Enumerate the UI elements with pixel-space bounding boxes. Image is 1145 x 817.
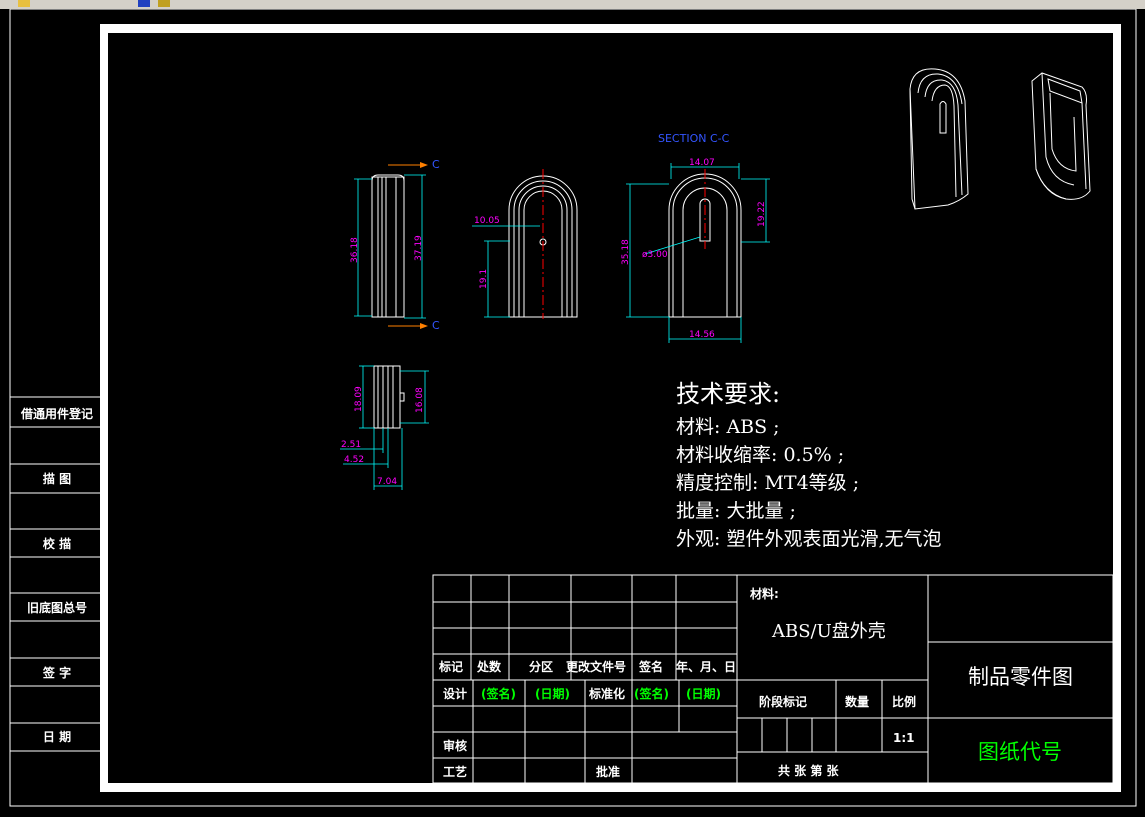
side-label: 旧底图总号 xyxy=(27,600,87,615)
bottom-view xyxy=(373,365,405,429)
dim-sec-bottom: 14.56 xyxy=(689,330,715,340)
side-stamp-column xyxy=(10,396,100,752)
print-icon[interactable] xyxy=(138,0,150,7)
tb-date2: (日期) xyxy=(686,686,721,701)
dim-front-left: 36.18 xyxy=(350,237,360,263)
tb-standard: 标准化 xyxy=(588,686,625,701)
bottom-dim-lines xyxy=(340,365,429,490)
cut-mark: C xyxy=(432,158,440,171)
dim-bot-a: 2.51 xyxy=(341,440,361,450)
requirement-line: 材料: ABS ; xyxy=(676,416,780,438)
tb-stage-mark: 阶段标记 xyxy=(759,694,807,709)
section-dim-lines xyxy=(626,163,770,343)
tb-drawing-name: 制品零件图 xyxy=(968,665,1073,689)
tb-review: 审核 xyxy=(443,738,467,753)
tb-ratio: 比例 xyxy=(892,694,916,709)
tb-drawing-code: 图纸代号 xyxy=(978,740,1062,764)
toolbar-strip xyxy=(0,0,1145,9)
dim-sec-diameter: ø3.00 xyxy=(642,250,668,260)
requirements-title: 技术要求: xyxy=(676,380,780,408)
tb-header-mark: 标记 xyxy=(438,659,463,674)
tb-quantity: 数量 xyxy=(845,694,869,709)
tb-material-value: ABS/U盘外壳 xyxy=(771,621,886,642)
tb-sheets: 共 张 第 张 xyxy=(778,763,840,778)
tb-approve: 批准 xyxy=(596,764,620,779)
dim-sec-right: 19.22 xyxy=(757,201,767,227)
side-label: 描 图 xyxy=(43,471,71,486)
drawing-area xyxy=(108,33,1113,783)
tb-material-label: 材料: xyxy=(749,586,779,601)
dim-bot-height2: 16.08 xyxy=(415,387,425,413)
section-cut-arrows xyxy=(388,162,428,329)
tb-date: (日期) xyxy=(535,686,570,701)
tb-design: 设计 xyxy=(443,686,467,701)
dim-sec-top: 14.07 xyxy=(689,158,715,168)
tb-header-zone: 分区 xyxy=(529,659,553,674)
dim-front-right: 37.19 xyxy=(414,235,424,261)
front-dim-lines xyxy=(354,174,426,319)
drawing-canvas[interactable]: 借通用件登记 描 图 校 描 旧底图总号 签 字 日 期 C C 36.18 3… xyxy=(0,9,1145,817)
outer-frame xyxy=(9,9,1137,807)
title-block-grid xyxy=(432,574,1114,784)
dim-sec-height: 35.18 xyxy=(621,239,631,265)
iso-view-left xyxy=(909,68,969,210)
requirement-line: 批量: 大批量 ; xyxy=(676,500,796,522)
tb-header-sign: 签名 xyxy=(638,659,663,674)
tb-sign2: (签名) xyxy=(634,686,669,701)
side-label: 日 期 xyxy=(43,729,71,744)
requirement-line: 材料收缩率: 0.5% ; xyxy=(676,444,844,466)
tb-craft: 工艺 xyxy=(443,764,467,779)
tb-header-date: 年、月、日 xyxy=(676,659,736,674)
dim-mid-width: 10.05 xyxy=(474,216,500,226)
requirement-line: 精度控制: MT4等级 ; xyxy=(676,472,859,494)
tb-sign: (签名) xyxy=(481,686,516,701)
requirement-line: 外观: 塑件外观表面光滑,无气泡 xyxy=(676,528,941,550)
tb-header-count: 处数 xyxy=(476,659,502,674)
tb-scale: 1:1 xyxy=(893,731,915,745)
side-label: 借通用件登记 xyxy=(20,406,93,421)
iso-view-right xyxy=(1031,72,1091,200)
section-label: SECTION C-C xyxy=(658,132,730,145)
dim-bot-height: 18.09 xyxy=(354,386,364,412)
middle-dim-lines xyxy=(472,225,540,318)
tb-header-doc: 更改文件号 xyxy=(566,659,626,674)
dim-bot-b: 4.52 xyxy=(344,455,364,465)
dim-bot-c: 7.04 xyxy=(377,477,397,487)
save-icon[interactable] xyxy=(158,0,170,7)
front-view xyxy=(371,174,405,318)
side-label: 校 描 xyxy=(43,536,71,551)
dim-mid-height: 19.1 xyxy=(479,269,489,289)
open-icon[interactable] xyxy=(18,0,30,7)
side-label: 签 字 xyxy=(42,665,71,680)
cut-mark: C xyxy=(432,319,440,332)
